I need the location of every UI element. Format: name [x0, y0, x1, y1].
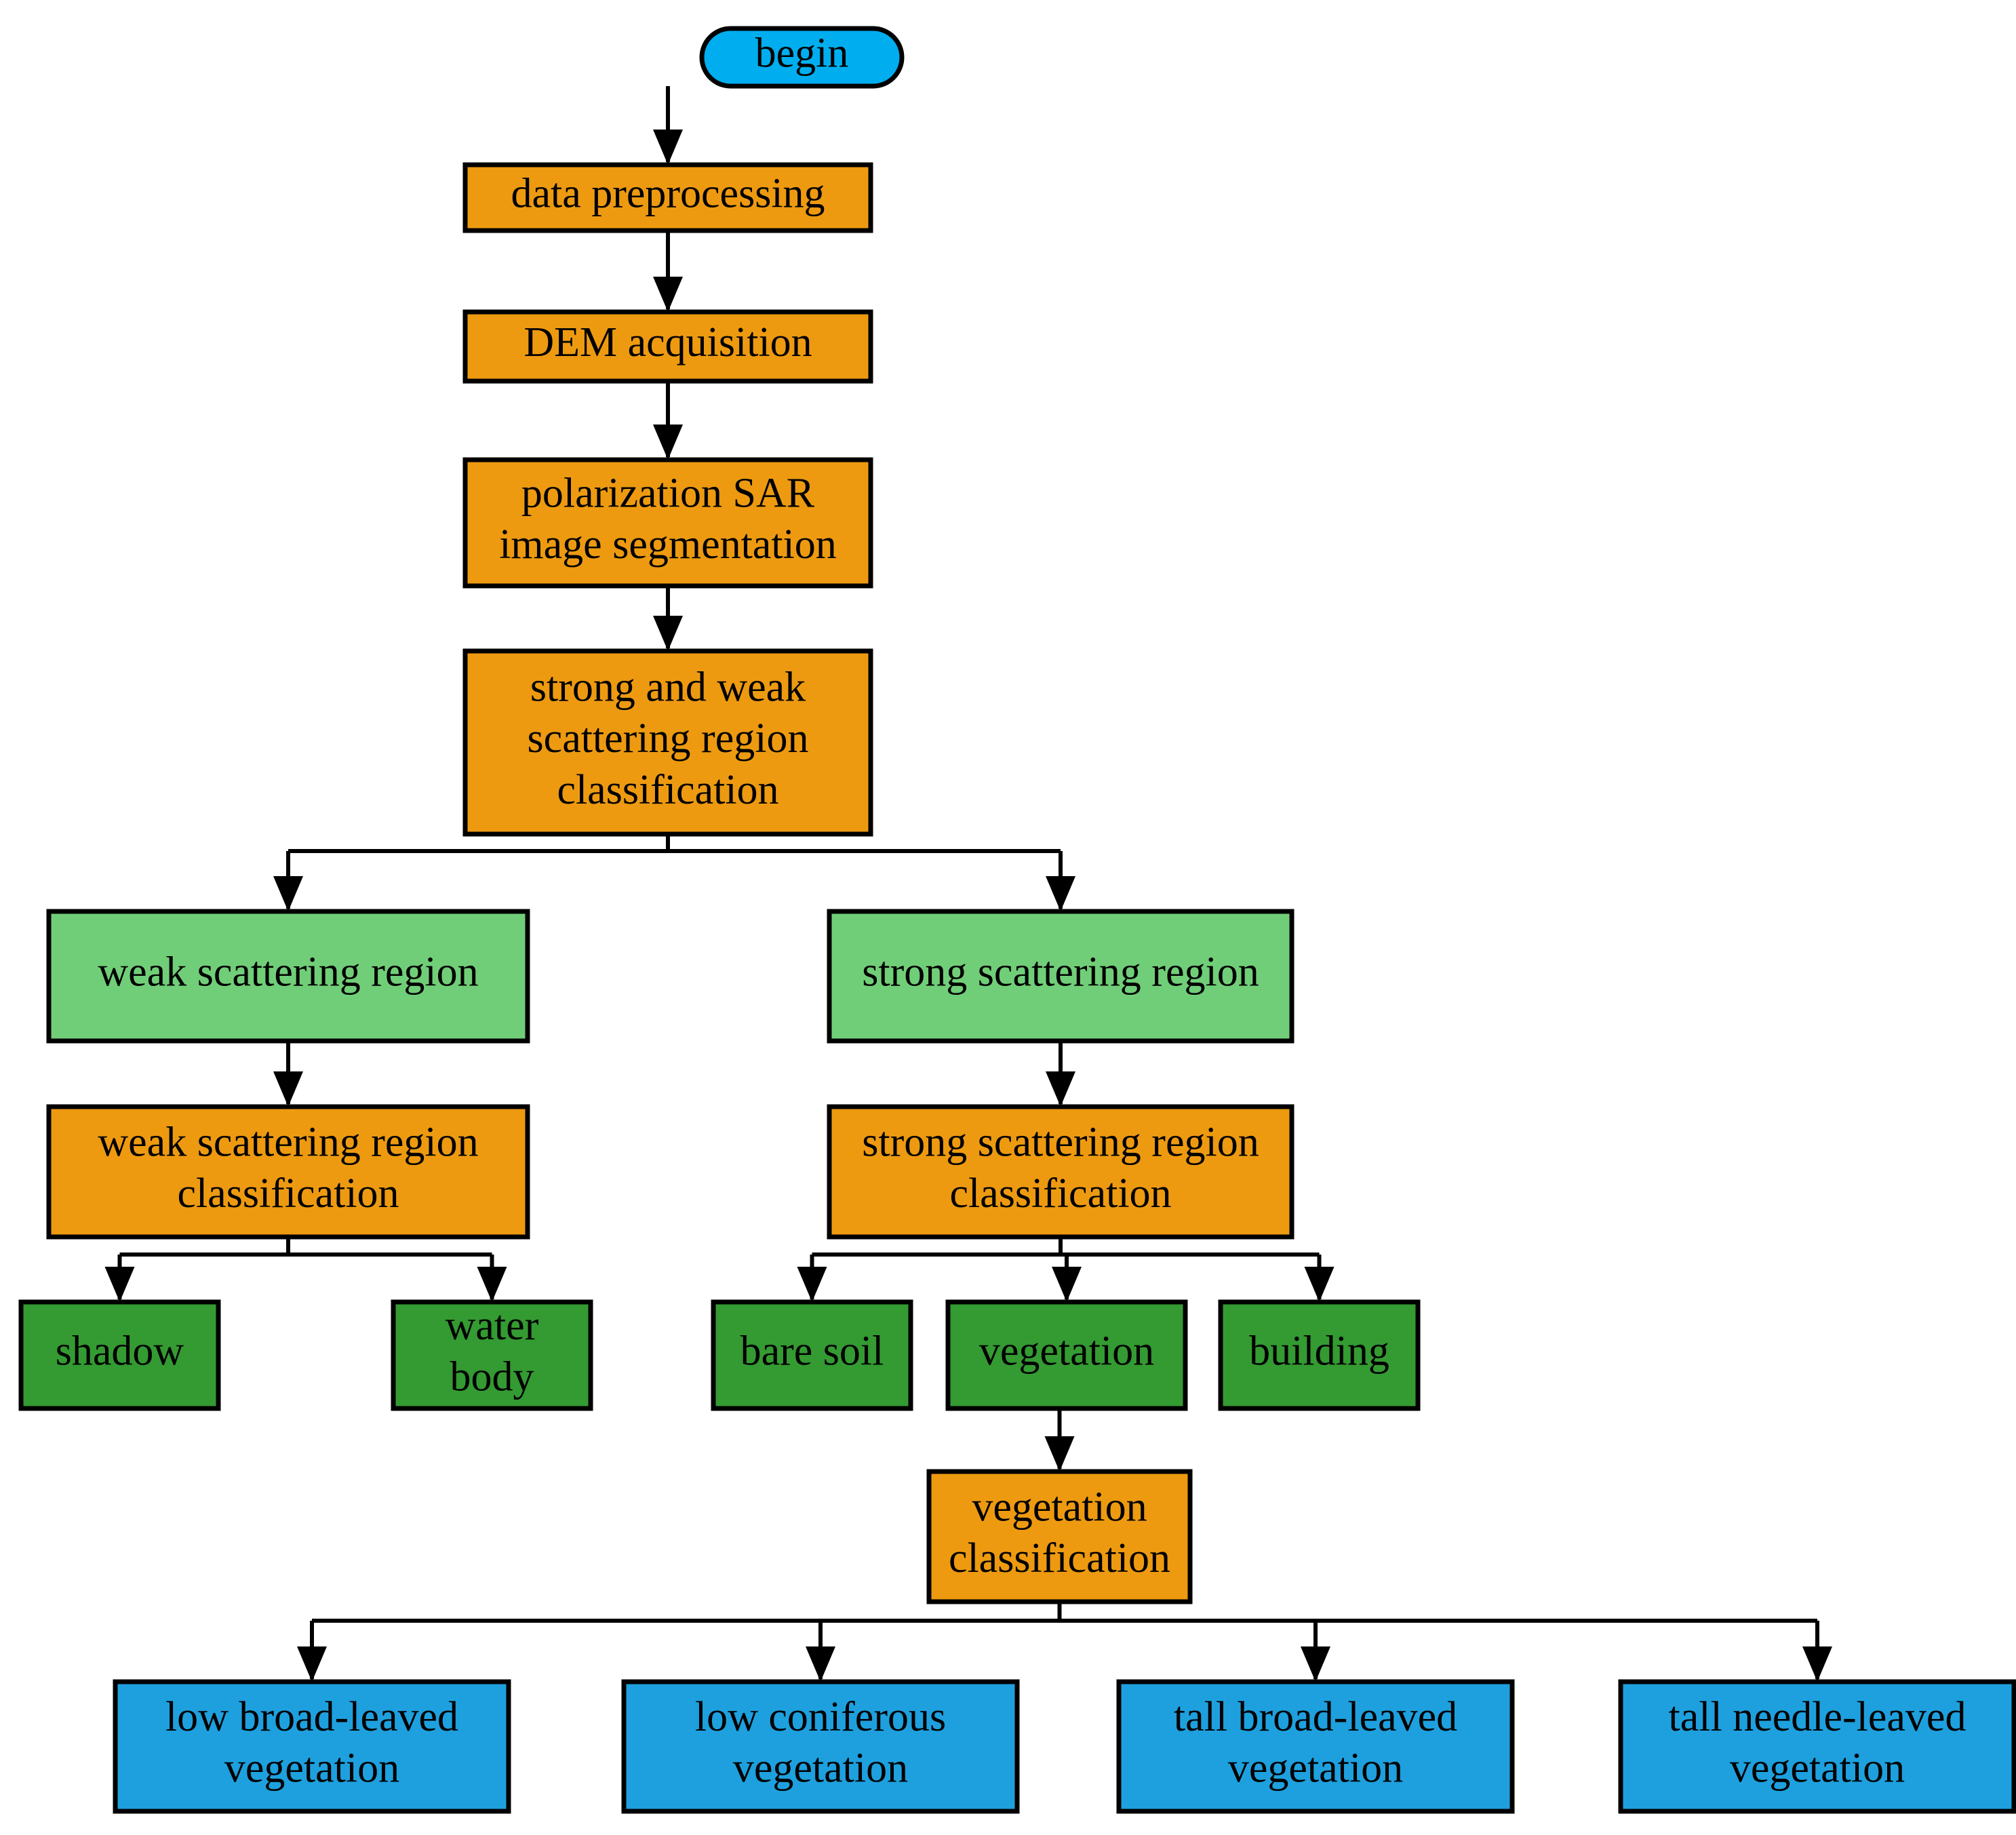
- node-shape-preprocess: [462, 162, 873, 233]
- node-shape-lowconif: [621, 1679, 1020, 1814]
- node-label-vegetation: vegetation: [979, 1328, 1154, 1375]
- node-label-waterbody: water: [446, 1303, 539, 1349]
- node-building[interactable]: building: [1218, 1299, 1421, 1411]
- node-label-tallneedle: vegetation: [1730, 1745, 1905, 1792]
- edge-dem-to-segmentation: [653, 381, 683, 460]
- node-shape-vegclass: [926, 1469, 1193, 1604]
- node-vegclass[interactable]: vegetation classification: [926, 1469, 1193, 1604]
- node-label-baresoil: bare soil: [740, 1328, 884, 1375]
- node-label-begin: begin: [755, 31, 849, 77]
- node-shape-building: [1218, 1299, 1421, 1411]
- node-strongregion[interactable]: strong scattering region: [827, 909, 1294, 1044]
- node-weakclass[interactable]: weak scattering region classification: [46, 1104, 530, 1240]
- node-label-segmentation: polarization SAR: [521, 470, 815, 516]
- node-waterbody[interactable]: water body: [391, 1299, 593, 1411]
- node-weakregion[interactable]: weak scattering region: [46, 909, 530, 1044]
- node-label-swclass: classification: [557, 767, 778, 813]
- edge-group-vegclass: [297, 1602, 1832, 1682]
- node-shape-weakclass: [46, 1104, 530, 1240]
- node-segmentation[interactable]: polarization SAR image segmentation: [462, 457, 873, 589]
- node-baresoil[interactable]: bare soil: [711, 1299, 913, 1411]
- edge-strongregion-to-strongclass: [1046, 1041, 1075, 1107]
- node-label-lowbroad: low broad-leaved: [165, 1694, 458, 1740]
- node-label-dem: DEM acquisition: [523, 319, 812, 366]
- edge-group-swclass: [273, 834, 1075, 911]
- node-shape-vegetation: [945, 1299, 1188, 1411]
- node-label-lowconif: low coniferous: [695, 1694, 946, 1740]
- node-shape-begin: [699, 26, 905, 89]
- node-shape-tallbroad: [1116, 1679, 1515, 1814]
- node-label-segmentation: image segmentation: [499, 521, 837, 568]
- edge-segmentation-to-swclass: [653, 586, 683, 651]
- node-begin[interactable]: begin: [699, 26, 905, 89]
- node-label-strongclass: classification: [949, 1170, 1171, 1217]
- node-label-tallbroad: tall broad-leaved: [1174, 1694, 1457, 1740]
- node-label-tallbroad: vegetation: [1228, 1745, 1403, 1792]
- node-label-weakregion: weak scattering region: [98, 949, 478, 995]
- node-vegetation[interactable]: vegetation: [945, 1299, 1188, 1411]
- edge-layer: [104, 86, 1832, 1682]
- node-label-shadow: shadow: [56, 1328, 184, 1375]
- node-dem[interactable]: DEM acquisition: [462, 309, 873, 384]
- node-shape-weakregion: [46, 909, 530, 1044]
- node-label-weakclass: classification: [177, 1170, 399, 1217]
- node-shape-shadow: [18, 1299, 221, 1411]
- edge-group-weakclass: [104, 1237, 507, 1302]
- node-label-weakclass: weak scattering region: [98, 1119, 478, 1165]
- node-label-lowbroad: vegetation: [224, 1745, 399, 1792]
- node-label-vegclass: classification: [949, 1535, 1170, 1581]
- node-shape-lowbroad: [113, 1679, 511, 1814]
- edge-preprocess-to-dem: [653, 231, 683, 312]
- node-label-lowconif: vegetation: [733, 1745, 908, 1792]
- node-label-preprocess: data preprocessing: [511, 171, 825, 217]
- node-lowconif[interactable]: low coniferous vegetation: [621, 1679, 1020, 1814]
- node-shape-dem: [462, 309, 873, 384]
- edge-vegetation-to-vegclass: [1044, 1408, 1075, 1472]
- node-label-swclass: strong and weak: [530, 665, 806, 711]
- node-strongclass[interactable]: strong scattering region classification: [827, 1104, 1294, 1240]
- node-shape-segmentation: [462, 457, 873, 589]
- node-tallneedle[interactable]: tall needle-leaved vegetation: [1618, 1679, 2016, 1814]
- node-label-building: building: [1249, 1328, 1389, 1375]
- node-shadow[interactable]: shadow: [18, 1299, 221, 1411]
- node-label-vegclass: vegetation: [972, 1484, 1147, 1530]
- node-label-tallneedle: tall needle-leaved: [1669, 1694, 1966, 1740]
- node-label-swclass: scattering region: [528, 715, 809, 762]
- node-label-strongclass: strong scattering region: [862, 1119, 1259, 1165]
- node-shape-strongregion: [827, 909, 1294, 1044]
- node-tallbroad[interactable]: tall broad-leaved vegetation: [1116, 1679, 1515, 1814]
- node-label-strongregion: strong scattering region: [862, 949, 1259, 995]
- node-shape-tallneedle: [1618, 1679, 2016, 1814]
- node-shape-baresoil: [711, 1299, 913, 1411]
- node-shape-swclass: [462, 648, 873, 837]
- edge-group-strongclass: [797, 1237, 1335, 1302]
- edge-begin-to-preprocess: [653, 86, 683, 165]
- node-shape-waterbody: [391, 1299, 593, 1411]
- node-preprocess[interactable]: data preprocessing: [462, 162, 873, 233]
- node-label-waterbody: body: [450, 1354, 534, 1400]
- node-shape-strongclass: [827, 1104, 1294, 1240]
- node-lowbroad[interactable]: low broad-leaved vegetation: [113, 1679, 511, 1814]
- edge-weakregion-to-weakclass: [273, 1041, 303, 1107]
